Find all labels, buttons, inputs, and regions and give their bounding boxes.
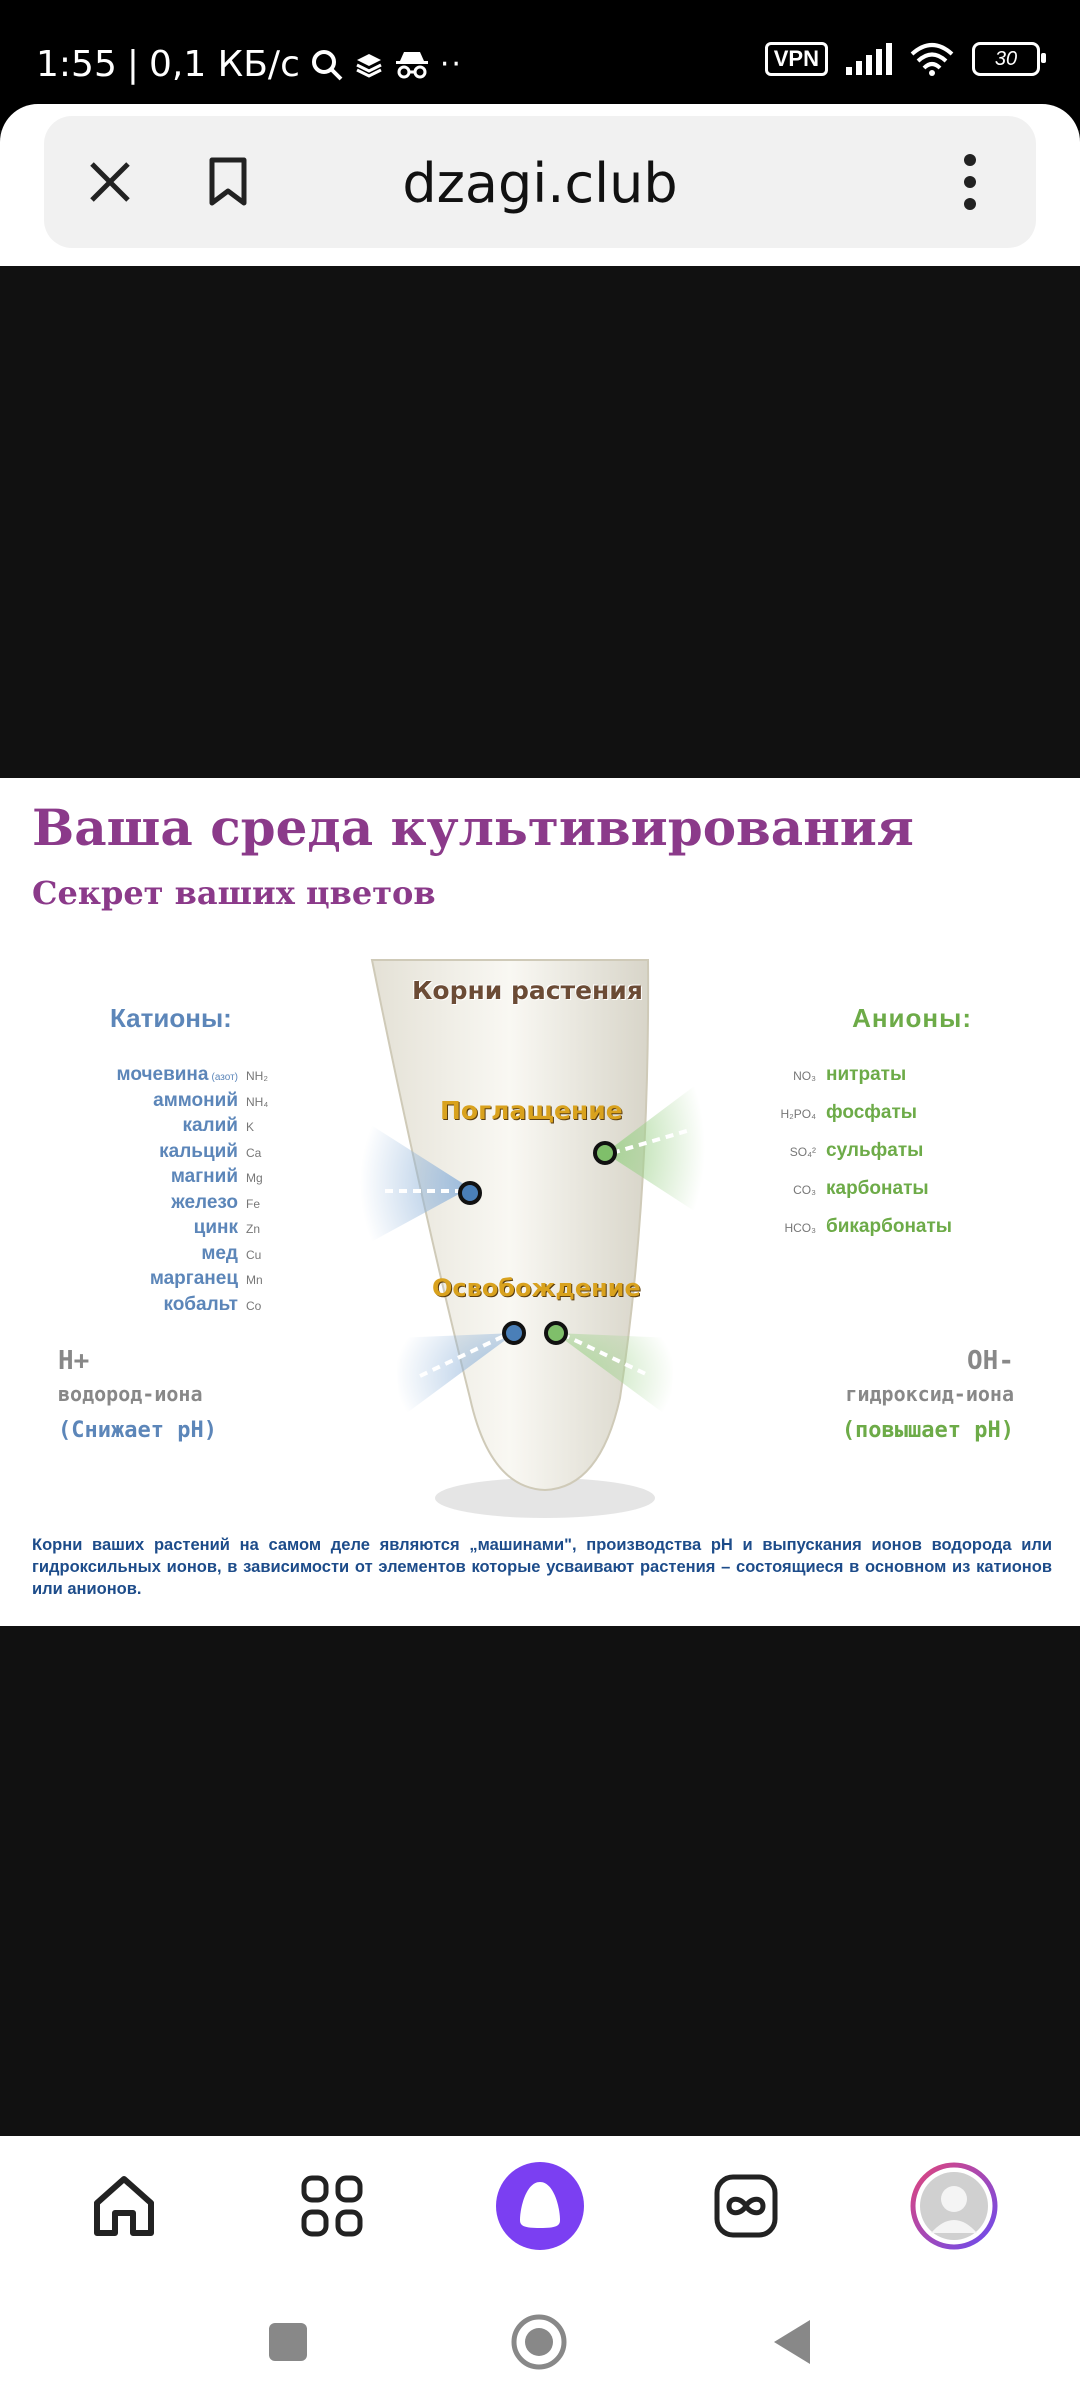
- circle-home-icon: [511, 2314, 567, 2370]
- wifi-icon: [910, 43, 954, 76]
- page-url[interactable]: dzagi.club: [402, 152, 678, 215]
- vpn-badge: VPN: [764, 42, 828, 76]
- more-notifications-icon: ··: [439, 47, 463, 82]
- back-button[interactable]: [762, 2312, 822, 2372]
- release-label: Освобождение: [432, 1274, 641, 1302]
- image-letterbox-bottom: [0, 1626, 1080, 2136]
- battery-icon: 30: [972, 42, 1046, 76]
- hydrogen-ion-block: H+ водород-иона (Снижает pH): [58, 1346, 217, 1443]
- status-time: 1:55: [36, 44, 117, 85]
- search-icon: [311, 49, 343, 80]
- image-subtitle: Секрет ваших цветов: [32, 874, 436, 912]
- home-icon: [94, 2176, 154, 2236]
- home-button[interactable]: [74, 2156, 174, 2256]
- bottom-navigation: [0, 2136, 1080, 2284]
- status-divider: |: [126, 44, 139, 85]
- cation-row: мочевина(азот)NH₂: [116, 1064, 268, 1085]
- anions-title: Анионы:: [852, 1003, 972, 1033]
- image-title: Ваша среда культивирования: [32, 798, 914, 857]
- network-speed: 0,1 КБ/с: [148, 44, 300, 85]
- tabs-icon: [714, 2174, 778, 2238]
- browser-header: dzagi.club: [0, 104, 1080, 266]
- bookmark-icon: [209, 157, 247, 206]
- hydroxide-ion-block: OH- гидроксид-иона (повышает pH): [841, 1346, 1014, 1443]
- layers-icon: [356, 53, 382, 78]
- back-triangle-icon: [774, 2320, 810, 2364]
- profile-avatar: [910, 2162, 998, 2250]
- tabs-button[interactable]: [696, 2156, 796, 2256]
- image-caption: Корни ваших растений на самом деле являю…: [32, 1536, 1052, 1598]
- absorption-label: Поглащение: [440, 1096, 623, 1125]
- menu-button[interactable]: [934, 146, 1006, 218]
- apps-grid-icon: [301, 2175, 363, 2237]
- square-icon: [269, 2323, 307, 2361]
- bookmark-button[interactable]: [192, 146, 264, 218]
- home-system-button[interactable]: [509, 2312, 569, 2372]
- cations-title: Катионы:: [110, 1003, 232, 1033]
- alice-assistant-button[interactable]: [490, 2156, 590, 2256]
- image-letterbox-top: [0, 266, 1080, 778]
- signal-icon: [846, 43, 892, 75]
- profile-button[interactable]: [904, 2156, 1004, 2256]
- root-illustration: [360, 959, 705, 1518]
- close-button[interactable]: [74, 146, 146, 218]
- apps-button[interactable]: [282, 2156, 382, 2256]
- system-navigation-bar: [0, 2284, 1080, 2400]
- more-vertical-icon: [964, 154, 976, 210]
- close-icon: [90, 162, 130, 202]
- root-title: Корни растения: [412, 976, 643, 1005]
- article-image[interactable]: Ваша среда культивирования Секрет ваших …: [0, 778, 1080, 1626]
- alice-assistant-icon: [496, 2162, 584, 2250]
- incognito-icon: [395, 51, 428, 78]
- recent-apps-button[interactable]: [258, 2312, 318, 2372]
- address-bar[interactable]: dzagi.club: [44, 116, 1036, 248]
